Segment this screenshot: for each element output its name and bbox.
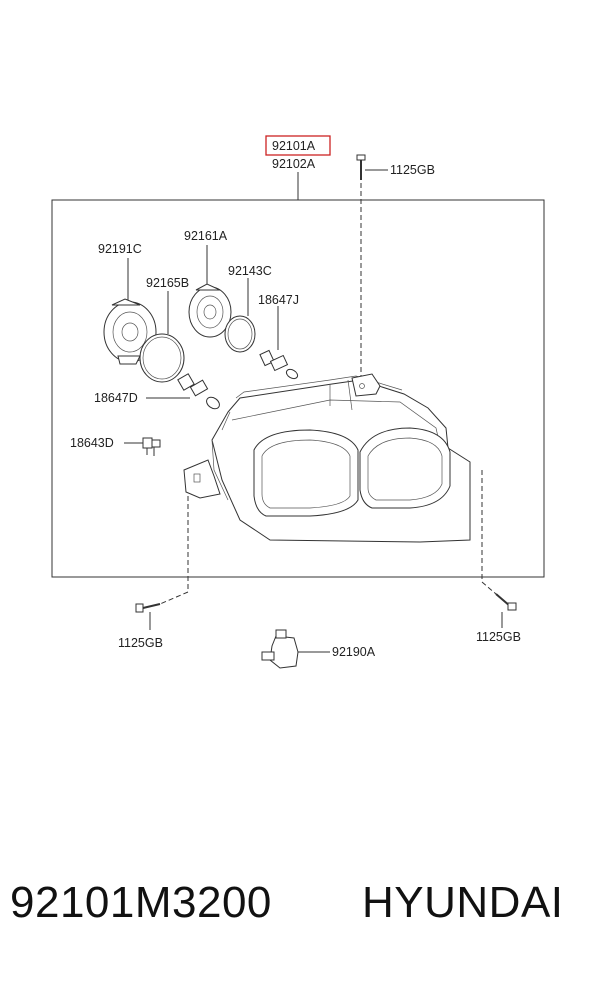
highlight-box xyxy=(265,135,331,156)
cap-92143c[interactable] xyxy=(224,315,256,353)
bulb-18647j[interactable] xyxy=(259,306,299,380)
label-92143c[interactable]: 92143C xyxy=(228,264,272,278)
cap-92165b[interactable] xyxy=(139,333,185,383)
label-92190a[interactable]: 92190A xyxy=(332,645,376,659)
socket-92161a[interactable] xyxy=(188,245,232,338)
label-1125gb-right[interactable]: 1125GB xyxy=(476,630,521,644)
screw-left-dash2 xyxy=(159,591,189,605)
brand-text: HYUNDAI xyxy=(362,878,564,927)
label-18643d[interactable]: 18643D xyxy=(70,436,114,450)
label-92102a[interactable]: 92102A xyxy=(272,157,316,171)
label-92165b[interactable]: 92165B xyxy=(146,276,189,290)
label-92101a[interactable]: 92101A xyxy=(272,139,316,153)
cap-92165b-inner xyxy=(142,336,182,380)
label-18647d[interactable]: 18647D xyxy=(94,391,138,405)
bulb-18643d[interactable] xyxy=(124,437,161,456)
screw-right-dash2 xyxy=(481,581,497,595)
label-92161a[interactable]: 92161A xyxy=(184,229,228,243)
part-number-text: 92101M3200 xyxy=(10,878,272,927)
headlamp-housing[interactable] xyxy=(183,373,471,543)
cap-92143c-inner xyxy=(227,318,253,350)
label-18647j[interactable]: 18647J xyxy=(258,293,299,307)
label-1125gb-top[interactable]: 1125GB xyxy=(390,163,435,177)
screw-right[interactable] xyxy=(495,593,517,628)
screw-top[interactable] xyxy=(356,154,388,180)
screw-left[interactable] xyxy=(135,603,161,630)
actuator-92190a[interactable] xyxy=(261,629,330,669)
bulb-18647d[interactable] xyxy=(146,373,222,411)
label-92191c[interactable]: 92191C xyxy=(98,242,142,256)
label-1125gb-left[interactable]: 1125GB xyxy=(118,636,163,650)
